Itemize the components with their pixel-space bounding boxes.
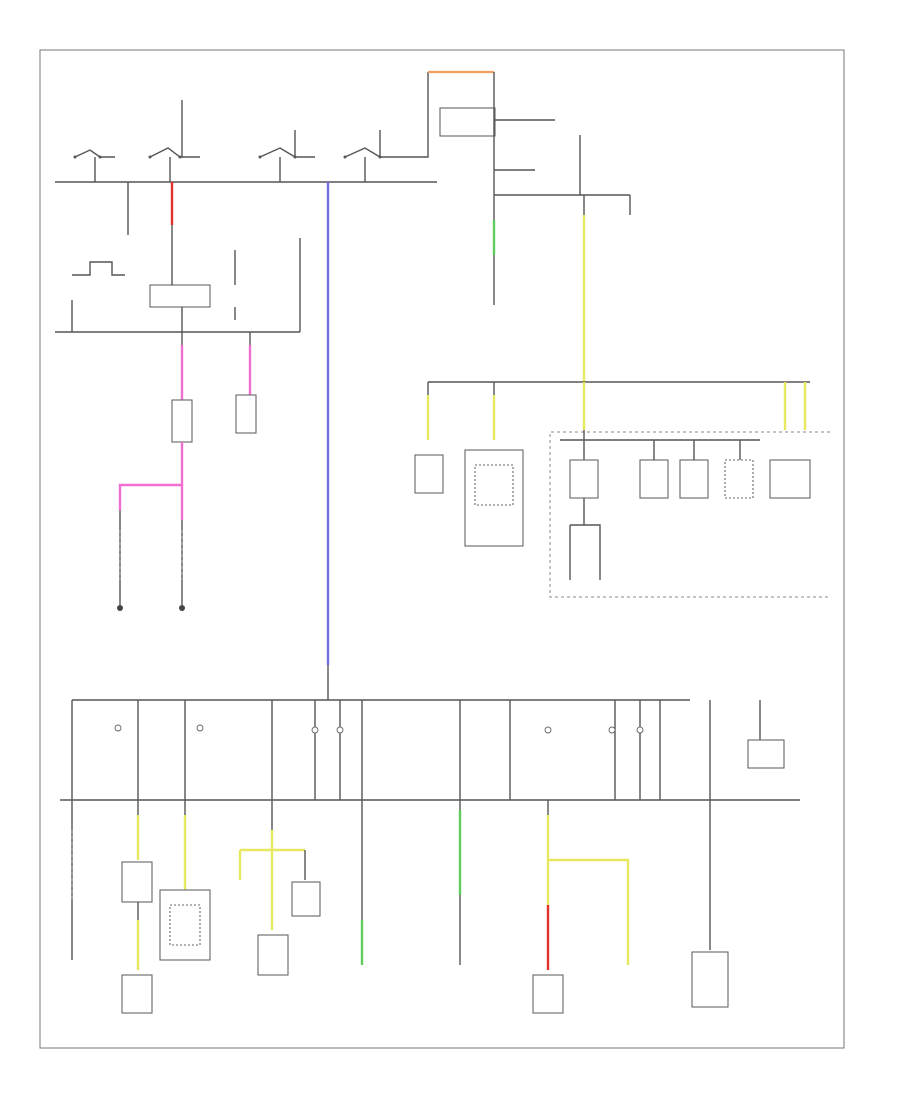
fuse-switch-group-1 [73,100,200,182]
top-left-fuse-section [55,70,495,611]
main-fuse-section [60,699,800,801]
bottom-branches [71,800,729,1014]
fuse-drops [71,700,761,800]
diagram-frame [39,49,845,1049]
top-right-section [414,95,830,598]
yellow-wire-14 [548,858,630,965]
pink-wire-4 [118,483,182,510]
fuse-switch-group-2 [258,130,410,182]
